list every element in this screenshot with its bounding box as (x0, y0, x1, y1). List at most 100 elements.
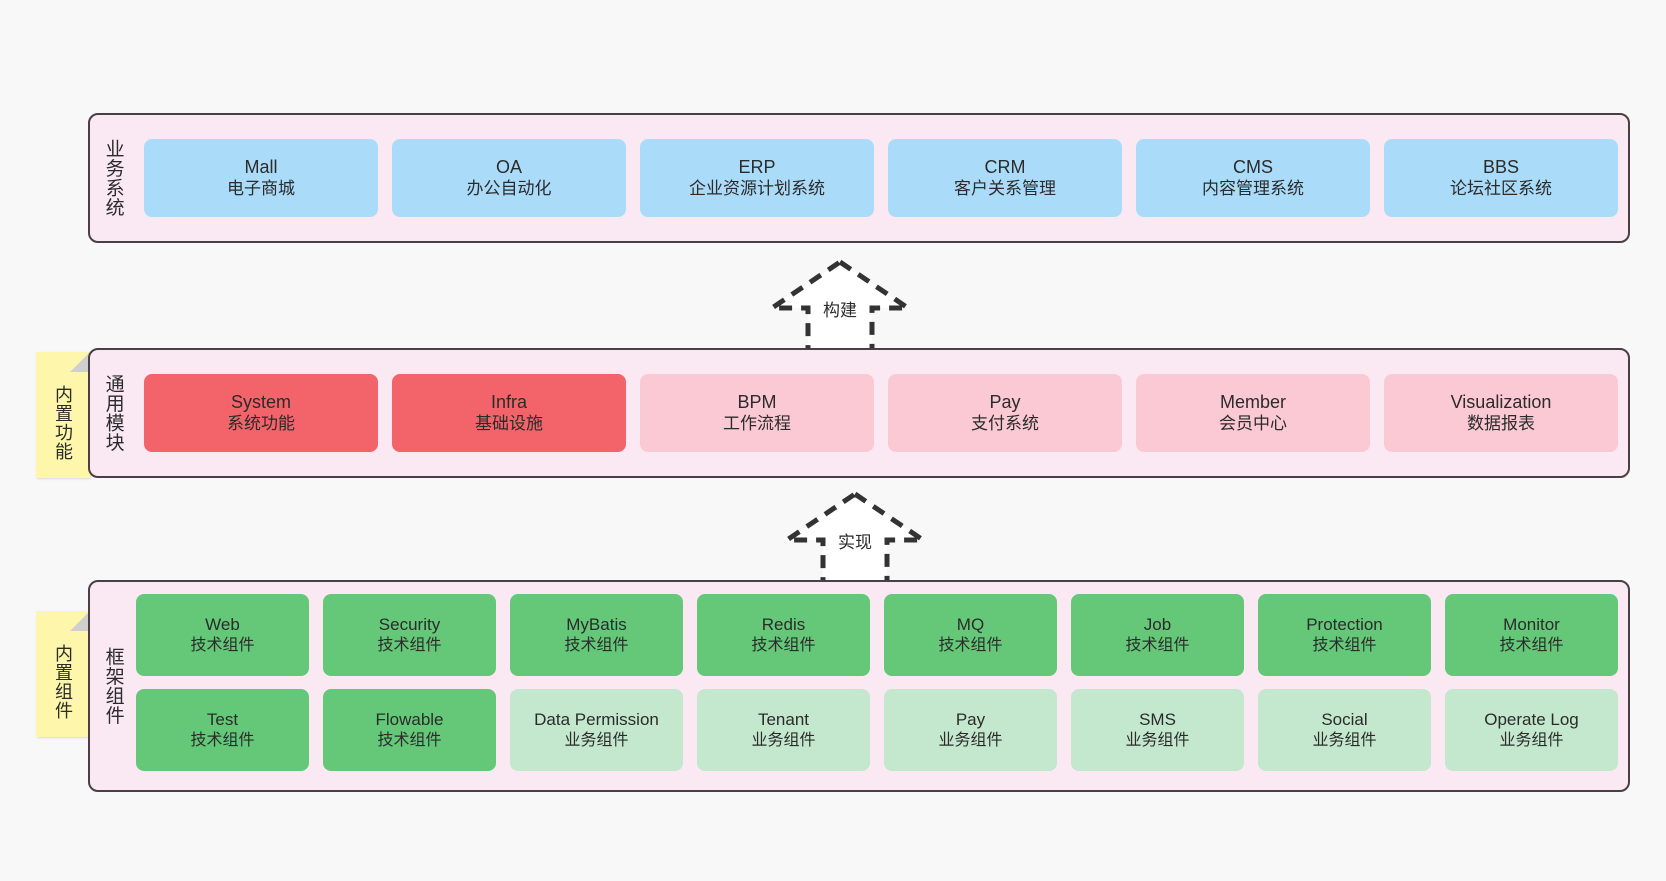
module-card-title: ERP (738, 156, 776, 177)
module-card[interactable]: Web 技术组件 (136, 594, 309, 676)
module-card-subtitle: 技术组件 (564, 636, 629, 654)
module-card-subtitle: 支付系统 (971, 413, 1039, 433)
module-card-title: Security (378, 614, 441, 634)
module-card-title: OA (495, 156, 522, 177)
module-card-title: SMS (1139, 709, 1176, 729)
module-card-title: Pay (989, 391, 1021, 412)
module-card[interactable]: Social 业务组件 (1258, 689, 1431, 771)
module-card-title: Mall (244, 156, 278, 177)
module-card[interactable]: Flowable 技术组件 (323, 689, 496, 771)
connector-build-arrow: 构建 (760, 258, 920, 355)
module-card-subtitle: 办公自动化 (466, 178, 552, 198)
module-card-subtitle: 数据报表 (1467, 413, 1535, 433)
module-card-title: Infra (490, 391, 528, 412)
module-card[interactable]: Protection 技术组件 (1258, 594, 1431, 676)
module-card-title: MQ (956, 614, 985, 634)
sticky-note-builtin-component-label: 内置组件 (53, 644, 73, 720)
module-card-subtitle: 技术组件 (1499, 636, 1564, 654)
module-card-subtitle: 内容管理系统 (1202, 178, 1304, 198)
module-card-title: Redis (761, 614, 806, 634)
module-card[interactable]: MQ 技术组件 (884, 594, 1057, 676)
module-card[interactable]: SMS 业务组件 (1071, 689, 1244, 771)
connector-implement-arrow: 实现 (775, 490, 935, 587)
module-card-title: CRM (984, 156, 1026, 177)
module-card-subtitle: 技术组件 (1312, 636, 1377, 654)
module-card[interactable]: Operate Log 业务组件 (1445, 689, 1618, 771)
layer-title-common-modules: 通用模块 (102, 374, 124, 452)
module-card-subtitle: 电子商城 (227, 178, 295, 198)
module-card[interactable]: Tenant 业务组件 (697, 689, 870, 771)
module-card-title: Social (1321, 709, 1368, 729)
module-card[interactable]: Data Permission 业务组件 (510, 689, 683, 771)
module-card[interactable]: Redis 技术组件 (697, 594, 870, 676)
module-card[interactable]: MyBatis 技术组件 (510, 594, 683, 676)
module-card-subtitle: 技术组件 (938, 636, 1003, 654)
module-card-subtitle: 技术组件 (190, 731, 255, 749)
module-card-subtitle: 技术组件 (751, 636, 816, 654)
module-card-title: Visualization (1450, 391, 1552, 412)
module-card-title: Tenant (757, 709, 810, 729)
module-card-subtitle: 技术组件 (377, 636, 442, 654)
module-card-subtitle: 企业资源计划系统 (689, 178, 825, 198)
module-card-subtitle: 技术组件 (190, 636, 255, 654)
module-card-title: Pay (955, 709, 986, 729)
sticky-note-builtin-function-label: 内置功能 (53, 385, 73, 461)
module-card-subtitle: 业务组件 (751, 731, 816, 749)
module-card-subtitle: 论坛社区系统 (1450, 178, 1552, 198)
module-card-subtitle: 业务组件 (1312, 731, 1377, 749)
module-card-title: Member (1219, 391, 1286, 412)
module-card-title: Test (206, 709, 239, 729)
module-card-subtitle: 系统功能 (227, 413, 295, 433)
module-card-subtitle: 工作流程 (723, 413, 791, 433)
module-card-title: Flowable (375, 709, 444, 729)
module-card-subtitle: 基础设施 (475, 413, 543, 433)
module-card-title: Protection (1306, 614, 1383, 634)
module-card-title: CMS (1233, 156, 1273, 177)
module-card-subtitle: 业务组件 (938, 731, 1003, 749)
module-card[interactable]: Test 技术组件 (136, 689, 309, 771)
sticky-note-builtin-component: 内置组件 (36, 611, 90, 737)
module-card-title: BBS (1482, 156, 1520, 177)
module-card-title: BPM (737, 391, 777, 412)
module-card-title: Job (1143, 614, 1172, 634)
module-card-subtitle: 业务组件 (1499, 731, 1564, 749)
module-card[interactable]: Security 技术组件 (323, 594, 496, 676)
module-card-title: Monitor (1503, 614, 1560, 634)
module-card-subtitle: 业务组件 (1125, 731, 1190, 749)
module-card-title: MyBatis (566, 614, 627, 634)
module-card-subtitle: 会员中心 (1219, 413, 1287, 433)
module-card-title: Operate Log (1484, 709, 1579, 729)
module-card-subtitle: 客户关系管理 (954, 178, 1056, 198)
module-card[interactable]: Monitor 技术组件 (1445, 594, 1618, 676)
module-card-subtitle: 业务组件 (564, 731, 629, 749)
module-card[interactable]: Pay 业务组件 (884, 689, 1057, 771)
layer-title-framework-components: 框架组件 (102, 647, 124, 725)
module-card-title: Web (205, 614, 240, 634)
module-card-title: Data Permission (534, 709, 659, 729)
module-card-subtitle: 技术组件 (377, 731, 442, 749)
module-card-subtitle: 技术组件 (1125, 636, 1190, 654)
module-card[interactable]: Job 技术组件 (1071, 594, 1244, 676)
sticky-note-builtin-function: 内置功能 (36, 352, 90, 478)
module-card-title: System (230, 391, 291, 412)
